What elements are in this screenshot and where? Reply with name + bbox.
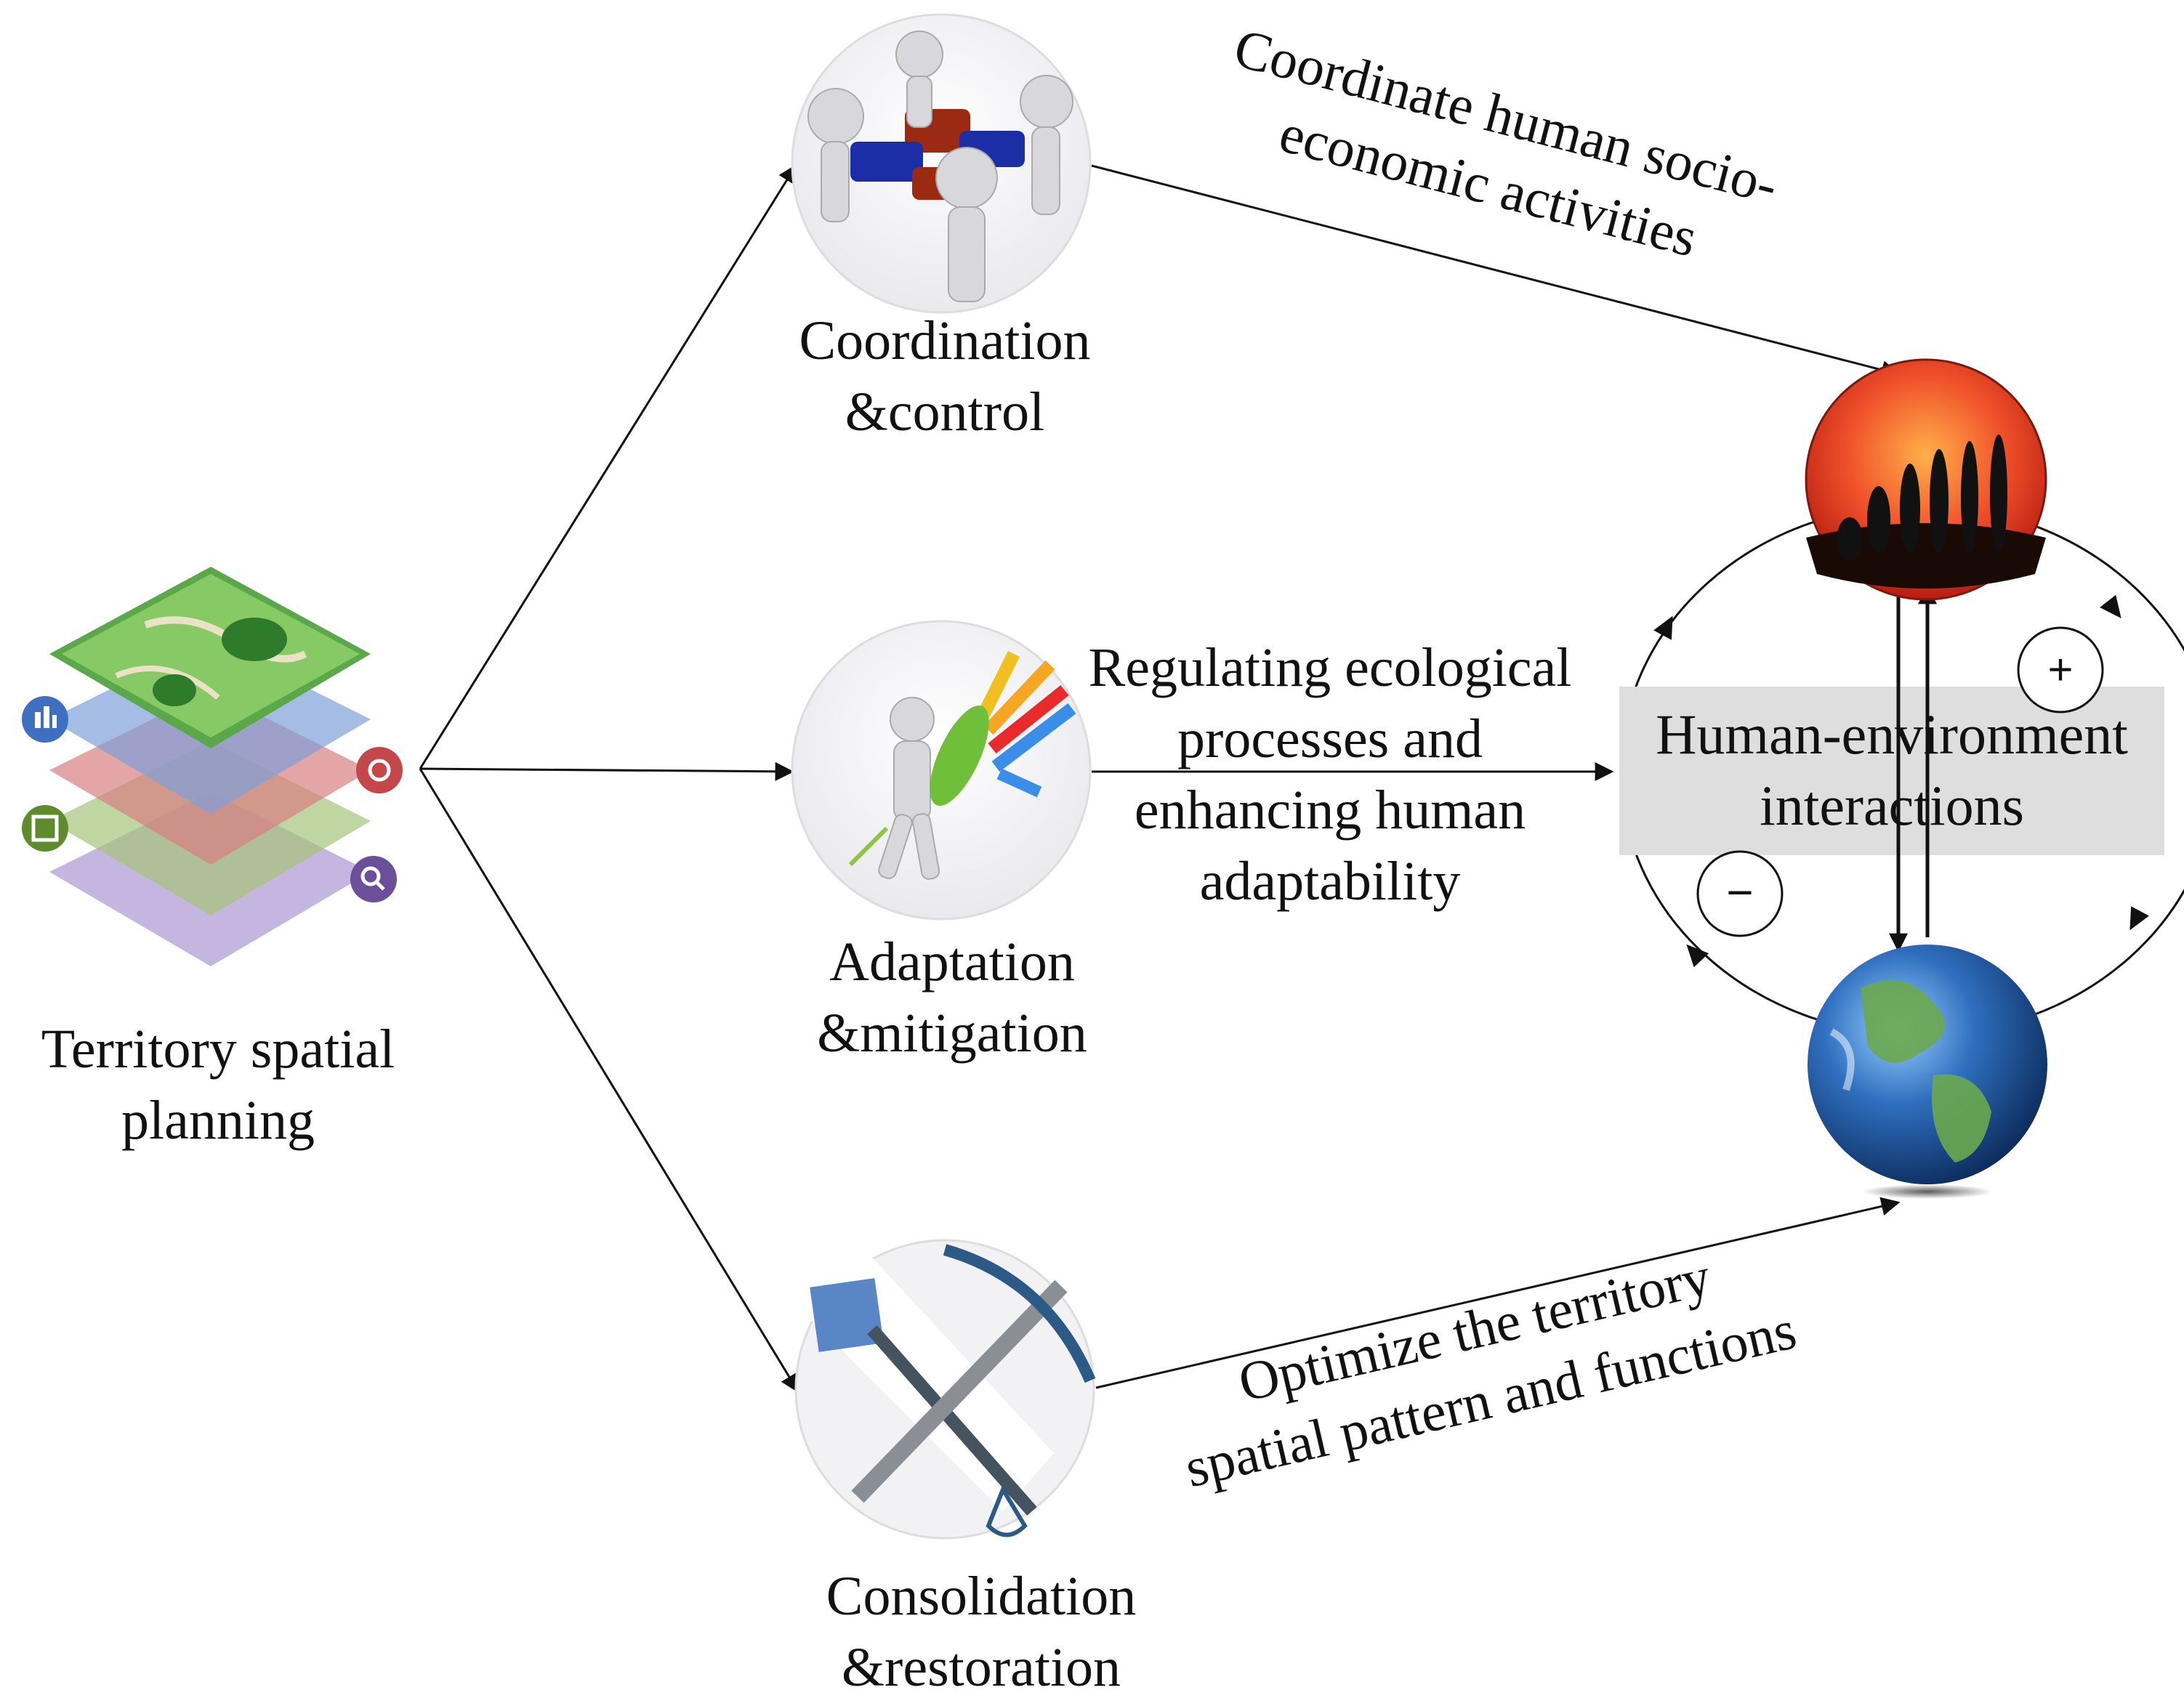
arrow-to-consolidation [419, 768, 799, 1394]
system-title-line2: interactions [1760, 774, 2024, 837]
system-title: Human-environment interactions [1619, 699, 2164, 841]
minus-sign: − [1726, 866, 1754, 918]
flow-label-middle: Regulating ecological processes and enha… [1068, 632, 1592, 917]
layered-map-icon [22, 567, 403, 966]
strategy-label-line2: &control [845, 381, 1045, 442]
strategy-label-coordination: Coordination &control [756, 305, 1134, 448]
strategy-label-adaptation: Adaptation &mitigation [756, 926, 1148, 1069]
flow-arrows [1091, 164, 1901, 1389]
flow-label-middle-line4: adaptability [1199, 851, 1461, 912]
arrow-to-adaptation [419, 761, 794, 781]
human-evolution-sunset-icon [1805, 358, 2047, 601]
plus-sign: + [2047, 645, 2074, 694]
cycle-arrow-left-bottom [1686, 944, 1709, 968]
strategy-label-line2: &restoration [841, 1637, 1121, 1698]
system-title-line1: Human-environment [1656, 703, 2128, 766]
flow-label-middle-line3: enhancing human [1134, 780, 1526, 841]
strategy-label-line1: Coordination [799, 310, 1091, 371]
arrow-to-coordination [419, 163, 797, 769]
cycle-arrow-right-bottom [2129, 906, 2149, 931]
source-label: Territory spatial planning [15, 1014, 422, 1156]
shield-figure-icon [791, 620, 1092, 921]
shovel-pickaxe-icon [794, 1239, 1096, 1540]
source-label-line2: planning [121, 1090, 315, 1151]
strategy-label-line1: Adaptation [829, 931, 1075, 993]
strategy-label-line2: &mitigation [817, 1003, 1087, 1064]
positive-feedback-circle [2017, 626, 2104, 713]
arrow-optimize-to-earth [1095, 1197, 1901, 1389]
puzzle-people-icon [791, 13, 1092, 314]
cycle-arrow-right-top [2100, 594, 2121, 619]
arrow-coordinate-to-human [1091, 164, 1901, 379]
cycle-arrow-left-top [1653, 615, 1673, 640]
earth-globe-icon [1808, 945, 2047, 1199]
system-title-band [1619, 687, 2164, 855]
flow-label-middle-line2: processes and [1177, 708, 1483, 769]
strategy-label-consolidation: Consolidation &restoration [778, 1561, 1185, 1703]
source-label-line1: Territory spatial [41, 1019, 395, 1080]
flow-label-middle-line1: Regulating ecological [1088, 637, 1572, 698]
source-arrows [419, 163, 799, 1394]
negative-feedback-circle [1696, 850, 1784, 937]
strategy-label-line1: Consolidation [826, 1566, 1137, 1627]
